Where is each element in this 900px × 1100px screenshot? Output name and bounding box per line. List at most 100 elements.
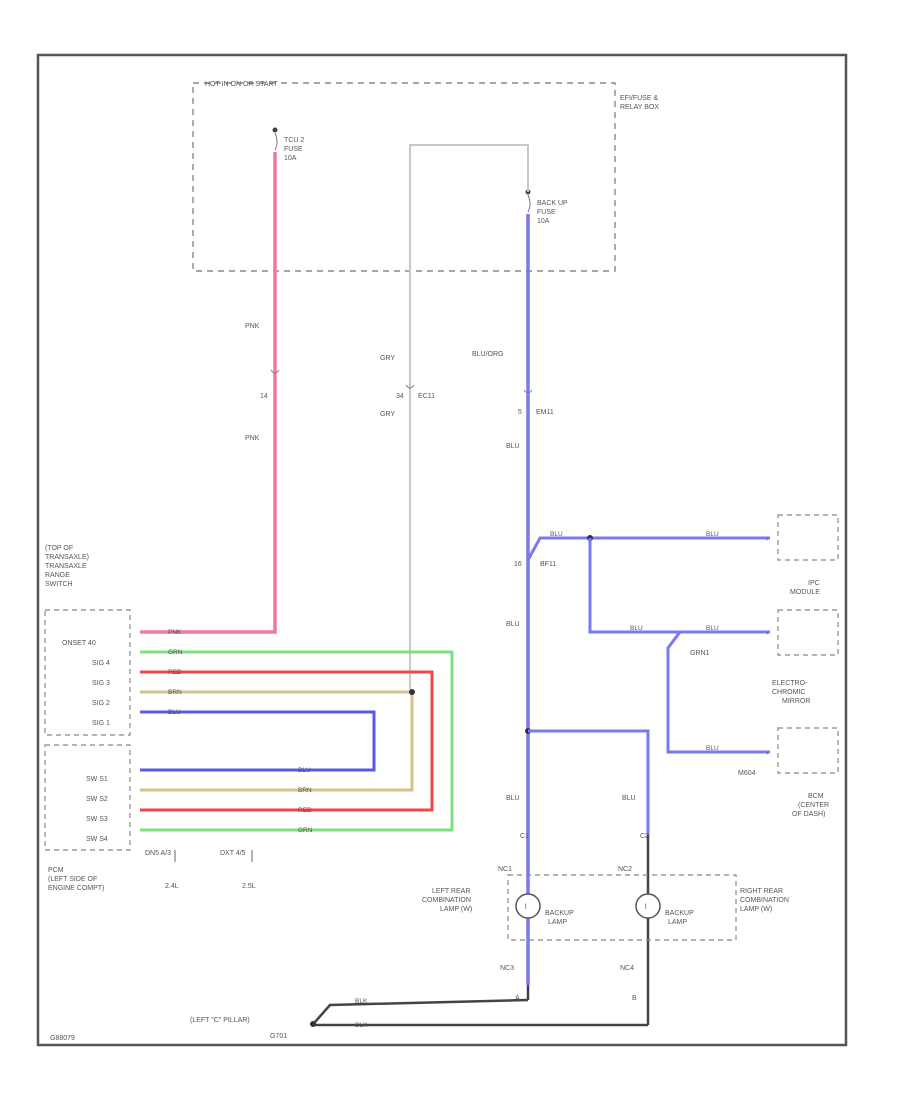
wire-blu-b: BLU — [706, 531, 719, 538]
blu-connector-num: 5 — [518, 409, 522, 416]
module-box-1 — [777, 514, 839, 561]
wire-brn-label-2: BRN — [298, 787, 312, 794]
blue-bcm-wire — [666, 631, 770, 754]
blue-branch-wire — [526, 536, 770, 561]
wire-brn-label: BRN — [168, 689, 182, 696]
pcm-box — [44, 744, 131, 851]
gry-connector-num: 34 — [396, 393, 404, 400]
ground-label: G701 — [270, 1033, 287, 1040]
pin-sws1: SW S1 — [86, 776, 108, 783]
blu-label-3: BLU — [506, 795, 520, 802]
pcm-conn1: DN5 A/3 — [145, 850, 171, 857]
pnk-connector — [270, 369, 280, 374]
wire-red-label: RED — [168, 669, 182, 676]
wire-blu-e: BLU — [706, 745, 719, 752]
pin-sws4: SW S4 — [86, 836, 108, 843]
pin-sig1: SIG 1 — [92, 720, 110, 727]
ipc-pin: › — [766, 630, 769, 637]
c1-label: C1 — [520, 833, 529, 840]
gry-bot-label: GRY — [380, 411, 395, 418]
nc2-label: NC2 — [618, 866, 632, 873]
gray-wire — [409, 144, 529, 690]
blu-label-2: BLU — [506, 621, 520, 628]
nc3-label: NC3 — [500, 965, 514, 972]
grn1-label: GRN1 — [690, 650, 710, 657]
pnk-connector-num: 14 — [260, 393, 268, 400]
wire-red-label-2: RED — [298, 807, 312, 814]
ipc-module-box — [777, 609, 839, 656]
fuse1-symbol — [274, 132, 278, 151]
wire-grn-label-2: GRN — [298, 827, 313, 834]
blu-label-4: BLU — [622, 795, 636, 802]
wire-pnk-label: PNK — [168, 629, 182, 636]
pillar-label: (LEFT "C" PILLAR) — [190, 1017, 250, 1024]
fuse1-top-terminal — [272, 127, 278, 133]
right-backup-bulb — [635, 893, 661, 919]
pnk-top-label: PNK — [245, 323, 260, 330]
pnk-bot-label: PNK — [245, 435, 260, 442]
c2-label: C2 — [640, 833, 649, 840]
wire-blu-label-2: BLU — [298, 767, 311, 774]
conn-16: 16 — [514, 561, 522, 568]
pink-wire — [140, 152, 277, 634]
wire-blu-d: BLU — [706, 625, 719, 632]
red-wire — [140, 670, 434, 812]
pcm-eng1: 2.4L — [165, 883, 179, 890]
pin-b-label: B — [632, 995, 637, 1002]
hot-label: HOT IN ON OR START — [205, 81, 278, 88]
splice-gray — [409, 689, 415, 695]
ground-wire-left — [314, 998, 529, 1023]
ground-point — [310, 1021, 316, 1027]
wire-grn-label: GRN — [168, 649, 183, 656]
pcm-eng2: 2.5L — [242, 883, 256, 890]
blue-rear-wire — [528, 729, 650, 835]
gry-connector — [405, 384, 415, 389]
diagram-frame — [36, 53, 848, 1047]
gry-connector-name: EC11 — [418, 393, 435, 400]
fuse2-symbol — [527, 194, 531, 213]
blue-wire — [140, 710, 376, 772]
wire-blu-c: BLU — [630, 625, 643, 632]
fuse-box-outline — [192, 82, 616, 272]
nc1-label: NC1 — [498, 866, 512, 873]
blk2-label: BLK — [355, 1022, 368, 1029]
blu-connector-name: EM11 — [536, 409, 554, 416]
pin-sws2: SW S2 — [86, 796, 108, 803]
right-bulb-filament: ⌇ — [644, 903, 647, 911]
gry-top-label: GRY — [380, 355, 395, 362]
wire-blu-a: BLU — [550, 531, 563, 538]
green-wire — [140, 650, 454, 832]
bcm-pin: › — [766, 750, 769, 757]
module-pin-1: › — [766, 536, 769, 543]
bcm-box — [777, 727, 839, 774]
blu-label-1: BLU — [506, 443, 520, 450]
pin-a-label: A — [515, 995, 520, 1002]
blu-connector — [523, 389, 533, 394]
conn-bf11: BF11 — [540, 561, 556, 568]
blk1-label: BLK — [355, 998, 368, 1005]
pin-sig4: SIG 4 — [92, 660, 110, 667]
tr-switch-box — [44, 609, 131, 736]
nc4-label: NC4 — [620, 965, 634, 972]
pin-onset: ONSET 40 — [62, 640, 96, 647]
blue-ipc-wire — [588, 538, 770, 634]
bluorg-label: BLU/ORG — [472, 351, 504, 358]
rear-lamp-box — [507, 874, 737, 941]
m604-label: M604 — [738, 770, 756, 777]
pin-sig2: SIG 2 — [92, 700, 110, 707]
fuse-box-label: EFI/FUSE &RELAY BOX — [620, 95, 659, 111]
wire-blu-label: BLU — [168, 709, 181, 716]
pcm-conn2: DXT 4/5 — [220, 850, 246, 857]
pin-sig3: SIG 3 — [92, 680, 110, 687]
